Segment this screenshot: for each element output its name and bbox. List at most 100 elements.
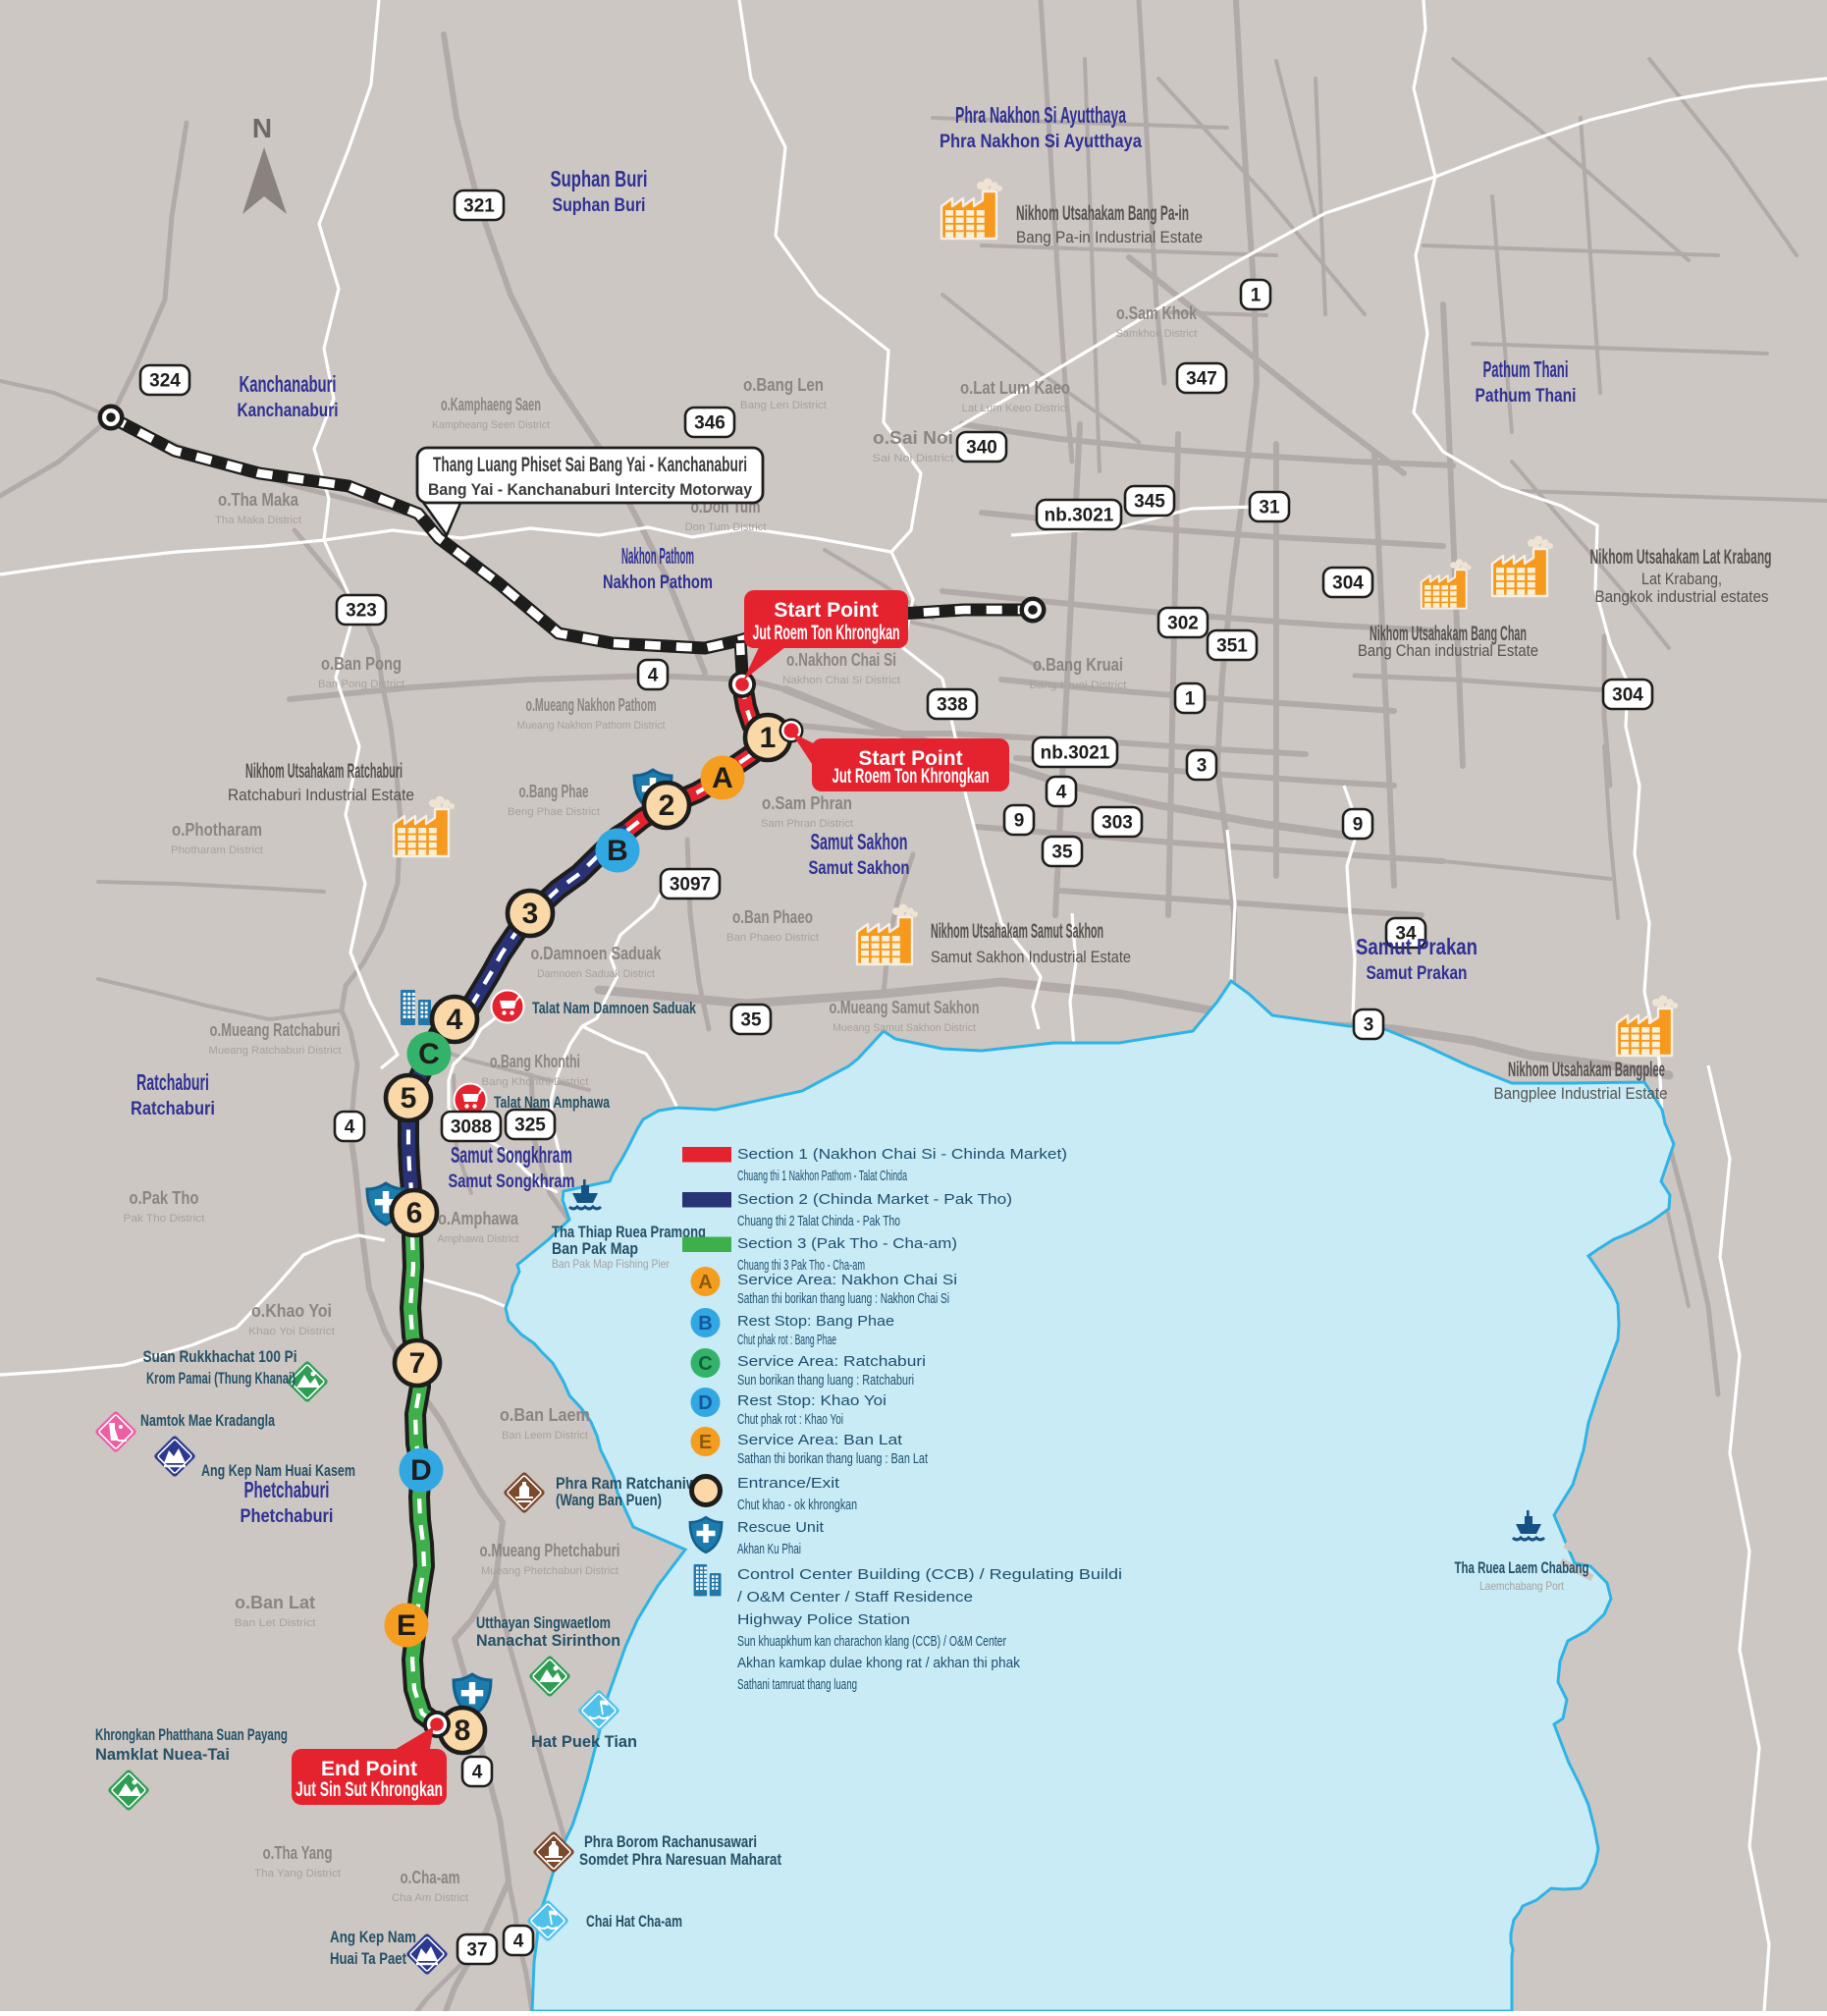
svg-text:nb.3021: nb.3021 xyxy=(1041,743,1110,764)
svg-text:8: 8 xyxy=(455,1715,471,1747)
svg-text:o.Ban Lat: o.Ban Lat xyxy=(235,1593,315,1612)
svg-text:Kampheang Seen District: Kampheang Seen District xyxy=(432,419,550,431)
svg-text:Ban Phaeo District: Ban Phaeo District xyxy=(726,932,819,944)
svg-text:Akhan kamkap dulae khong rat /: Akhan kamkap dulae khong rat / akhan thi… xyxy=(737,1656,1021,1671)
svg-text:3: 3 xyxy=(1364,1015,1374,1036)
svg-text:Lat Krabang,: Lat Krabang, xyxy=(1641,570,1722,588)
svg-text:Amphawa District: Amphawa District xyxy=(438,1233,519,1245)
svg-text:Huai Ta Paet: Huai Ta Paet xyxy=(330,1949,406,1968)
svg-text:Laemchabang Port: Laemchabang Port xyxy=(1479,1579,1565,1593)
svg-text:35: 35 xyxy=(1051,843,1073,863)
svg-text:Ban Pak Map Fishing Pier: Ban Pak Map Fishing Pier xyxy=(552,1257,670,1271)
svg-text:Highway Police Station: Highway Police Station xyxy=(737,1612,910,1628)
svg-text:Samut Prakan: Samut Prakan xyxy=(1356,934,1478,959)
svg-text:Chut phak rot : Khao Yoi: Chut phak rot : Khao Yoi xyxy=(737,1412,843,1428)
svg-text:o.Bang Len: o.Bang Len xyxy=(743,375,824,395)
svg-text:Ban Let District: Ban Let District xyxy=(235,1617,316,1629)
svg-text:Bang Pa-in Industrial Estate: Bang Pa-in Industrial Estate xyxy=(1016,228,1203,246)
svg-text:Damnoen Saduak District: Damnoen Saduak District xyxy=(537,968,655,980)
svg-text:Phra Nakhon Si Ayutthaya: Phra Nakhon Si Ayutthaya xyxy=(940,132,1142,152)
svg-text:Samut Prakan: Samut Prakan xyxy=(1367,963,1468,984)
svg-text:Phetchaburi: Phetchaburi xyxy=(244,1477,330,1502)
svg-text:35: 35 xyxy=(740,1010,762,1031)
svg-text:Chuang thi 1 Nakhon Pathom - T: Chuang thi 1 Nakhon Pathom - Talat Chind… xyxy=(737,1169,908,1184)
svg-text:C: C xyxy=(418,1038,440,1070)
svg-text:o.Lat Lum Kaeo: o.Lat Lum Kaeo xyxy=(960,378,1070,398)
svg-text:Ang Kep Nam Huai Kasem: Ang Kep Nam Huai Kasem xyxy=(201,1461,355,1480)
svg-text:303: 303 xyxy=(1102,813,1133,834)
svg-text:o.Nakhon Chai Si: o.Nakhon Chai Si xyxy=(786,650,896,670)
svg-text:o.Kamphaeng Saen: o.Kamphaeng Saen xyxy=(441,395,541,414)
svg-text:Sathan thi borikan thang luang: Sathan thi borikan thang luang : Ban Lat xyxy=(737,1451,928,1467)
svg-text:Pak Tho District: Pak Tho District xyxy=(124,1213,205,1225)
svg-text:Hat Puek Tian: Hat Puek Tian xyxy=(531,1732,637,1751)
svg-text:Suphan Buri: Suphan Buri xyxy=(551,166,648,191)
svg-text:Nanachat Sirinthon: Nanachat Sirinthon xyxy=(476,1631,620,1650)
svg-text:Tha Yang District: Tha Yang District xyxy=(254,1868,341,1880)
svg-text:A: A xyxy=(712,762,733,794)
svg-text:o.Ban Phaeo: o.Ban Phaeo xyxy=(732,907,813,927)
svg-text:Nikhom Utsahakam Lat Krabang: Nikhom Utsahakam Lat Krabang xyxy=(1590,546,1772,569)
svg-text:D: D xyxy=(410,1454,432,1487)
svg-text:Chut phak rot : Bang Phae: Chut phak rot : Bang Phae xyxy=(737,1333,836,1348)
svg-text:Chai Hat Cha-am: Chai Hat Cha-am xyxy=(586,1912,682,1931)
svg-text:Bang Kruai District: Bang Kruai District xyxy=(1030,680,1127,691)
svg-text:37: 37 xyxy=(466,1940,487,1961)
svg-text:Bangplee Industrial Estate: Bangplee Industrial Estate xyxy=(1494,1084,1668,1103)
svg-text:Bang Khonthi District: Bang Khonthi District xyxy=(482,1076,589,1088)
svg-text:Somdet Phra Naresuan Maharat: Somdet Phra Naresuan Maharat xyxy=(579,1850,781,1869)
svg-text:5: 5 xyxy=(401,1082,417,1115)
svg-text:o.Mueang Samut Sakhon: o.Mueang Samut Sakhon xyxy=(830,998,980,1017)
svg-text:o.Ban Pong: o.Ban Pong xyxy=(321,654,402,674)
svg-text:Mueang Ratchaburi District: Mueang Ratchaburi District xyxy=(209,1045,342,1057)
svg-text:Pathum Thani: Pathum Thani xyxy=(1483,356,1569,382)
svg-text:6: 6 xyxy=(406,1197,423,1229)
svg-text:E: E xyxy=(397,1609,416,1642)
svg-text:o.Tha Yang: o.Tha Yang xyxy=(263,1843,333,1863)
svg-text:Bang Yai - Kanchanaburi Interc: Bang Yai - Kanchanaburi Intercity Motorw… xyxy=(428,480,753,499)
svg-text:Nakhon Pathom: Nakhon Pathom xyxy=(603,572,713,593)
svg-text:nb.3021: nb.3021 xyxy=(1045,506,1114,526)
svg-text:338: 338 xyxy=(937,695,968,716)
svg-text:Nikhom Utsahakam Ratchaburi: Nikhom Utsahakam Ratchaburi xyxy=(245,760,403,783)
svg-text:4: 4 xyxy=(648,666,659,686)
svg-text:4: 4 xyxy=(447,1004,463,1036)
svg-text:Start Point: Start Point xyxy=(858,747,962,770)
svg-text:Ban Pong District: Ban Pong District xyxy=(318,679,404,690)
svg-text:1: 1 xyxy=(1251,286,1262,306)
svg-text:4: 4 xyxy=(513,1932,524,1952)
svg-text:Rest Stop: Khao Yoi: Rest Stop: Khao Yoi xyxy=(737,1393,887,1409)
svg-text:Phra Nakhon Si Ayutthaya: Phra Nakhon Si Ayutthaya xyxy=(955,102,1126,128)
svg-text:1: 1 xyxy=(1185,689,1196,710)
svg-text:2: 2 xyxy=(659,790,675,822)
svg-text:347: 347 xyxy=(1186,369,1217,390)
svg-text:o.Sai Noi: o.Sai Noi xyxy=(873,428,953,448)
svg-text:Nikhom Utsahakam Bang Pa-in: Nikhom Utsahakam Bang Pa-in xyxy=(1016,202,1189,225)
svg-text:9: 9 xyxy=(1353,815,1364,836)
svg-text:Nakhon Chai Si District: Nakhon Chai Si District xyxy=(782,675,900,686)
svg-text:Akhan Ku Phai: Akhan Ku Phai xyxy=(737,1542,801,1557)
svg-text:o.Mueang Nakhon Pathom: o.Mueang Nakhon Pathom xyxy=(526,695,657,715)
svg-text:Don Tum District: Don Tum District xyxy=(685,521,767,533)
svg-text:Service Area: Ban Lat: Service Area: Ban Lat xyxy=(737,1433,902,1448)
svg-text:o.Damnoen Saduak: o.Damnoen Saduak xyxy=(531,944,663,963)
svg-text:Tha Ruea Laem Chabang: Tha Ruea Laem Chabang xyxy=(1455,1558,1589,1577)
svg-text:323: 323 xyxy=(346,601,377,622)
svg-text:321: 321 xyxy=(463,196,495,217)
svg-text:Section 1 (Nakhon Chai Si - Ch: Section 1 (Nakhon Chai Si - Chinda Marke… xyxy=(737,1147,1067,1163)
svg-text:Control Center Building (CCB): Control Center Building (CCB) / Regulati… xyxy=(737,1567,1122,1583)
svg-text:o.Mueang Ratchaburi: o.Mueang Ratchaburi xyxy=(210,1020,341,1040)
svg-text:Namtok Mae Kradangla: Namtok Mae Kradangla xyxy=(140,1411,275,1430)
svg-text:End Point: End Point xyxy=(321,1758,417,1780)
svg-text:3097: 3097 xyxy=(670,875,711,896)
svg-text:Khrongkan Phatthana Suan Payan: Khrongkan Phatthana Suan Payang xyxy=(95,1725,288,1744)
svg-text:304: 304 xyxy=(1612,685,1643,706)
svg-text:Thang Luang Phiset Sai Bang Ya: Thang Luang Phiset Sai Bang Yai - Kancha… xyxy=(433,454,747,476)
svg-text:Entrance/Exit: Entrance/Exit xyxy=(737,1476,839,1492)
svg-text:o.Pak Tho: o.Pak Tho xyxy=(130,1188,199,1208)
svg-text:Jut Roem Ton Khrongkan: Jut Roem Ton Khrongkan xyxy=(833,765,990,788)
svg-text:7: 7 xyxy=(409,1347,426,1380)
svg-text:o.Photharam: o.Photharam xyxy=(172,820,262,840)
svg-text:o.Ban Laem: o.Ban Laem xyxy=(500,1405,590,1425)
svg-text:Chuang thi 2 Talat Chinda - Pa: Chuang thi 2 Talat Chinda - Pak Tho xyxy=(737,1214,900,1229)
